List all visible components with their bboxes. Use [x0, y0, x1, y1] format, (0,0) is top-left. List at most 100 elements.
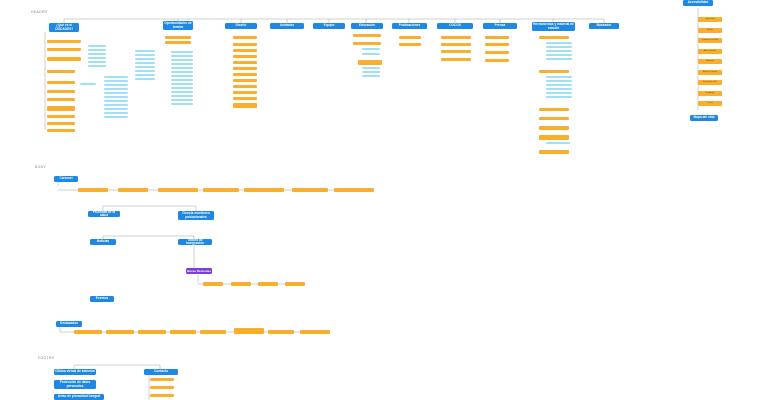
header-leaf[interactable] [165, 41, 191, 44]
header-subleaf[interactable] [546, 92, 572, 94]
header-subleaf[interactable] [104, 108, 128, 110]
header-subleaf[interactable] [362, 75, 380, 77]
header-node-cocos[interactable]: COCOS [437, 23, 473, 29]
header-leaf[interactable] [233, 97, 257, 100]
body-leaf[interactable] [244, 188, 284, 192]
header-leaf[interactable] [233, 61, 257, 64]
header-subleaf[interactable] [171, 91, 193, 93]
body-leaf[interactable] [203, 282, 223, 286]
body-leaf[interactable] [268, 330, 294, 334]
header-subleaf[interactable] [135, 78, 155, 80]
header-subleaf[interactable] [171, 87, 193, 89]
sub-right-node[interactable]: Tutoría de Inmigración [178, 239, 212, 245]
body-leaf[interactable] [158, 188, 198, 192]
header-subleaf[interactable] [104, 96, 128, 98]
header-subleaf[interactable] [104, 80, 128, 82]
body-leaf[interactable] [234, 328, 264, 334]
header-subleaf[interactable] [80, 83, 96, 85]
header-leaf[interactable] [441, 36, 471, 39]
header-subleaf[interactable] [546, 80, 572, 82]
body-leaf[interactable] [334, 188, 374, 192]
header-leaf[interactable] [399, 43, 421, 46]
header-subleaf[interactable] [88, 65, 106, 67]
body-leaf[interactable] [292, 188, 328, 192]
body-leaf[interactable] [74, 330, 102, 334]
body-leaf[interactable] [118, 188, 148, 192]
nav-left-node[interactable]: Prioridad de la salud [88, 211, 120, 217]
header-leaf[interactable] [353, 34, 381, 37]
accesibilidad-item[interactable]: Alto contraste [698, 49, 722, 54]
footer-leaf[interactable] [150, 394, 174, 397]
header-node-oportunidades[interactable]: Oportunidades de fondos [163, 21, 193, 30]
header-leaf[interactable] [441, 43, 471, 46]
header-subleaf[interactable] [171, 103, 193, 105]
header-leaf[interactable] [539, 117, 569, 120]
header-node-educacion[interactable]: Educación [351, 23, 383, 29]
header-leaf[interactable] [233, 43, 257, 46]
header-subleaf[interactable] [546, 46, 572, 48]
nav-right-node[interactable]: Ciencia monitoreo poblacionales [178, 211, 214, 220]
header-subleaf[interactable] [171, 71, 193, 73]
header-leaf[interactable] [165, 36, 191, 39]
header-leaf[interactable] [485, 51, 509, 54]
body-leaf[interactable] [203, 188, 239, 192]
header-leaf[interactable] [47, 98, 75, 101]
header-leaf[interactable] [47, 70, 75, 73]
header-subleaf[interactable] [171, 95, 193, 97]
footer-left-node[interactable]: Aviso de privacidad integral [54, 394, 104, 400]
header-leaf[interactable] [539, 126, 569, 130]
header-subleaf[interactable] [104, 88, 128, 90]
header-leaf[interactable] [399, 36, 421, 39]
header-node-herramientas[interactable]: Herramientas y material de estudio [532, 22, 575, 31]
header-leaf[interactable] [233, 85, 257, 88]
header-subleaf[interactable] [171, 51, 193, 53]
header-subleaf[interactable] [135, 54, 155, 56]
header-leaf[interactable] [233, 67, 257, 70]
body-leaf[interactable] [231, 282, 251, 286]
body-leaf[interactable] [285, 282, 305, 286]
header-subleaf[interactable] [362, 71, 380, 73]
header-leaf[interactable] [233, 73, 257, 76]
header-subleaf[interactable] [546, 84, 572, 86]
header-leaf[interactable] [441, 58, 471, 61]
header-leaf[interactable] [233, 79, 257, 82]
header-node-publicaciones[interactable]: Publicaciones [392, 23, 427, 29]
header-leaf[interactable] [233, 91, 257, 94]
header-leaf[interactable] [233, 103, 257, 108]
header-subleaf[interactable] [104, 84, 128, 86]
header-leaf[interactable] [47, 106, 75, 111]
footer-leaf[interactable] [150, 378, 174, 381]
header-subleaf[interactable] [546, 58, 572, 60]
accesibilidad-item[interactable]: Blanco y Negro [698, 70, 722, 75]
body-leaf[interactable] [106, 330, 134, 334]
header-leaf[interactable] [47, 40, 81, 43]
header-subleaf[interactable] [135, 62, 155, 64]
header-leaf[interactable] [47, 81, 75, 84]
header-subleaf[interactable] [171, 75, 193, 77]
header-subleaf[interactable] [104, 116, 128, 118]
header-subleaf[interactable] [88, 45, 106, 47]
eventos-node[interactable]: Eventos [90, 296, 114, 302]
header-subleaf[interactable] [88, 57, 106, 59]
header-leaf[interactable] [233, 55, 257, 58]
header-subleaf[interactable] [104, 112, 128, 114]
header-subleaf[interactable] [171, 67, 193, 69]
header-leaf[interactable] [47, 90, 75, 93]
header-subleaf[interactable] [171, 99, 193, 101]
header-leaf[interactable] [539, 70, 569, 73]
header-leaf[interactable] [47, 129, 75, 132]
body-leaf[interactable] [138, 330, 166, 334]
accesibilidad-item[interactable]: Fuente [698, 28, 722, 33]
header-leaf[interactable] [539, 36, 569, 39]
header-node-unidades[interactable]: Unidades [270, 23, 304, 29]
highlight-node[interactable]: Becas Recientes [186, 268, 212, 274]
header-leaf[interactable] [485, 59, 509, 62]
header-leaf[interactable] [539, 108, 569, 111]
accesibilidad-node[interactable]: Accesibilidad [683, 0, 713, 6]
header-subleaf[interactable] [104, 104, 128, 106]
header-leaf[interactable] [539, 135, 569, 140]
header-leaf[interactable] [485, 43, 509, 46]
header-subleaf[interactable] [546, 88, 572, 90]
header-subleaf[interactable] [88, 61, 106, 63]
header-subleaf[interactable] [171, 83, 193, 85]
